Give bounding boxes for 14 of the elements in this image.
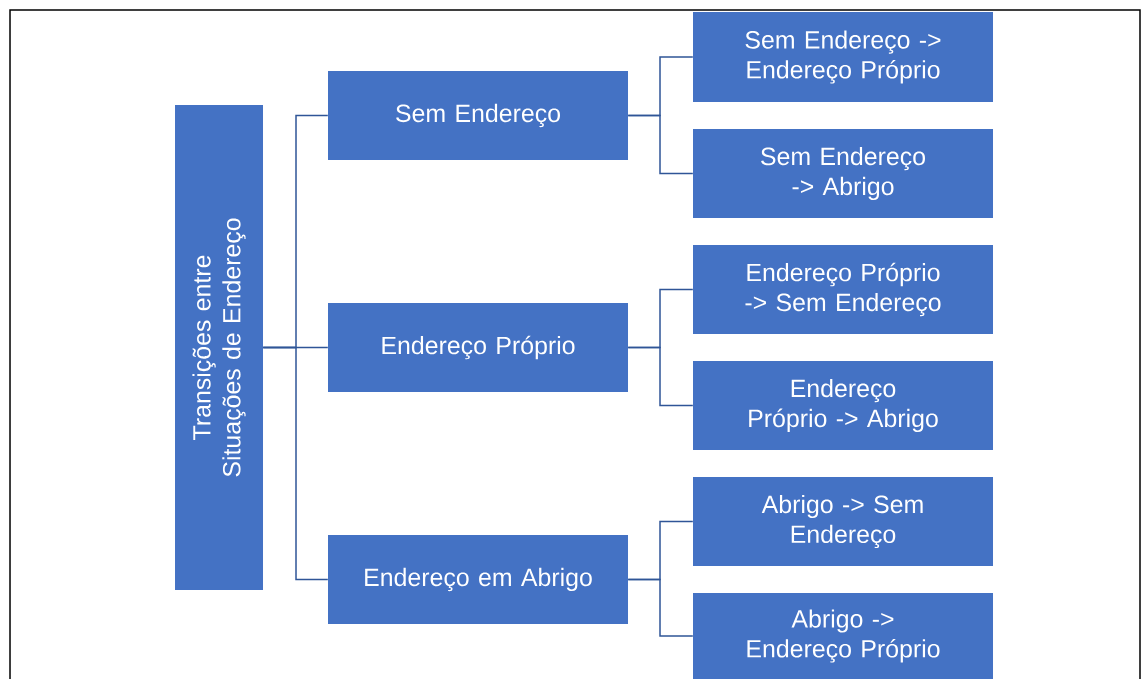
connector-line bbox=[627, 346, 694, 407]
process-box: Transições entre Situações de Endereço bbox=[175, 105, 263, 590]
process-box: Endereço Próprio -> Sem Endereço bbox=[693, 245, 993, 334]
process-box: Abrigo -> Sem Endereço bbox=[693, 477, 993, 566]
process-box: Sem Endereço bbox=[328, 71, 628, 160]
process-box: Abrigo -> Endereço Próprio bbox=[693, 593, 993, 679]
process-box: Sem Endereço -> Abrigo bbox=[693, 129, 993, 218]
process-box: Endereço Próprio bbox=[328, 303, 628, 392]
process-box: Endereço Próprio -> Abrigo bbox=[693, 361, 993, 450]
connector-line bbox=[262, 346, 329, 581]
process-box: Endereço em Abrigo bbox=[328, 535, 628, 624]
process-box: Sem Endereço -> Endereço Próprio bbox=[693, 12, 993, 102]
connector-line bbox=[627, 114, 694, 175]
connector-line bbox=[627, 578, 694, 637]
